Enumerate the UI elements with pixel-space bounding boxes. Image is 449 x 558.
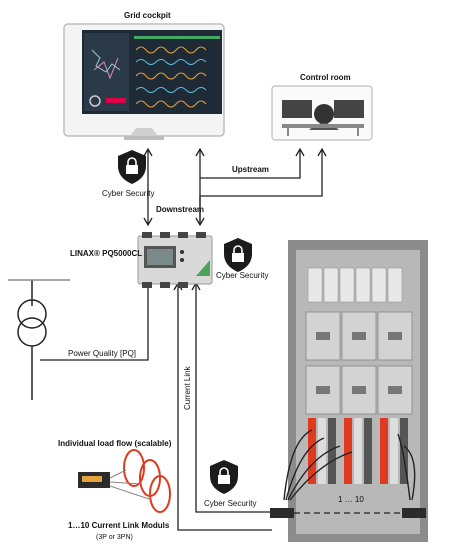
range-label: 1 … 10	[338, 495, 364, 504]
power-quality-label: Power Quality [PQ]	[68, 349, 137, 358]
control-room-icon	[271, 85, 373, 141]
control-room-label: Control room	[300, 73, 351, 82]
lock-shield-icon	[210, 460, 238, 494]
grid-cockpit-label: Grid cockpit	[124, 11, 171, 20]
downstream-label: Downstream	[156, 205, 205, 214]
cyber-security-label: Cyber Security	[102, 189, 155, 198]
device-name-label: LINAX® PQ5000CL	[70, 249, 143, 258]
current-link-label: Current Link	[183, 366, 192, 410]
clamp-icon	[78, 449, 171, 513]
current-link-moduls-sub-label: (3P or 3PN)	[96, 534, 133, 541]
lock-shield-icon	[118, 150, 146, 184]
upstream-label: Upstream	[232, 165, 269, 174]
cyber-security-label: Cyber Security	[216, 271, 269, 280]
individual-load-flow-label: Individual load flow (scalable)	[58, 439, 172, 448]
cabinet-icon	[283, 240, 428, 542]
lock-shield-icon	[224, 238, 252, 272]
current-link-moduls-label: 1…10 Current Link Moduls	[68, 521, 170, 530]
transformer-icon	[8, 279, 70, 400]
cyber-security-label: Cyber Security	[204, 499, 257, 508]
current-link-module-icon	[270, 508, 426, 518]
device-icon	[137, 232, 213, 288]
monitor-icon	[63, 23, 225, 140]
